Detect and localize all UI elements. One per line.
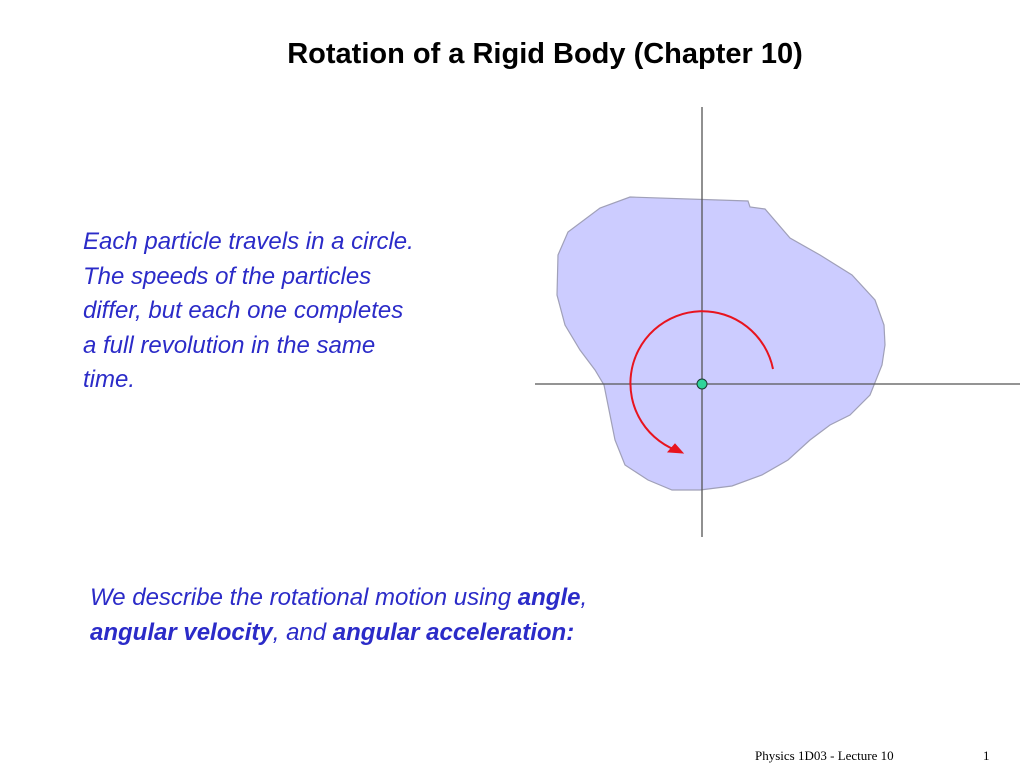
particle-description-line: a full revolution in the same xyxy=(83,331,376,359)
particle-description-line: Each particle travels in a circle. xyxy=(83,228,414,255)
rotational-quantities-text: We describe the rotational motion using … xyxy=(90,580,730,650)
term-angular-acceleration: angular acceleration: xyxy=(332,619,575,646)
term-angle: angle xyxy=(517,584,581,611)
slide-title: Rotation of a Rigid Body (Chapter 10) xyxy=(287,38,803,70)
rotation-arrow-arc xyxy=(629,310,774,453)
particle-description-line: differ, but each one completes xyxy=(83,297,404,324)
particle-description: Each particle travels in a circle. The s… xyxy=(83,225,493,398)
footer-page-number: 1 xyxy=(983,748,990,763)
particle-description-line: time. xyxy=(83,366,136,393)
rotational-quantities-line-2: angular velocity, and angular accelerati… xyxy=(90,615,730,650)
line-1-prefix: We describe the rotational motion using xyxy=(90,584,518,611)
rotational-quantities-line-1: We describe the rotational motion using … xyxy=(90,580,730,615)
rotation-arrowhead-icon xyxy=(666,443,685,454)
footer-course: Physics 1D03 - Lecture 10 xyxy=(755,748,894,763)
rigid-body-shape xyxy=(556,196,886,491)
line-1-suffix: , xyxy=(580,584,588,611)
particle-description-line: The speeds of the particles xyxy=(83,262,372,290)
line-2-mid: , and xyxy=(272,619,333,646)
pivot-point xyxy=(696,378,708,390)
term-angular-velocity: angular velocity xyxy=(90,619,273,646)
